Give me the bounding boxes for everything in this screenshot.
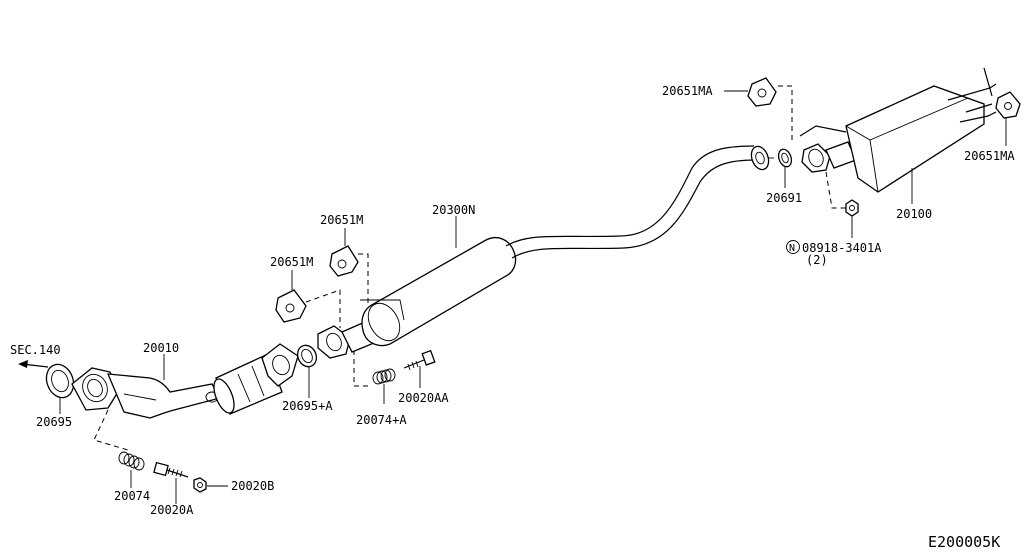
bolt-20020aa[interactable] [403, 349, 436, 388]
leader-hanger-rear-left [778, 85, 793, 140]
gasket-20695[interactable] [42, 361, 78, 414]
front-tube-20010[interactable] [71, 343, 299, 419]
mounting-rubber-20651ma-right[interactable] [995, 91, 1021, 146]
label-20695: 20695 [36, 415, 72, 429]
nut-20020b[interactable] [193, 477, 228, 493]
gasket-20695a[interactable] [294, 342, 320, 398]
main-muffler-20100[interactable] [799, 67, 997, 193]
leader-hanger-lower [305, 289, 341, 328]
label-20020a: 20020A [150, 503, 194, 517]
label-20074: 20074 [114, 489, 150, 503]
nut-symbol-circle: N [786, 240, 800, 254]
leader-front-bolt [93, 409, 129, 451]
leader-center-spring [353, 350, 372, 387]
label-20010: 20010 [143, 341, 179, 355]
center-pipe-outlet-flange [750, 145, 774, 171]
label-20691: 20691 [766, 191, 802, 205]
nut-08918-3401a[interactable] [825, 171, 859, 238]
gasket-20691[interactable] [776, 147, 793, 188]
label-20074a: 20074+A [356, 413, 407, 427]
nut-symbol-letter: N [789, 243, 795, 254]
center-muffler-20300n[interactable] [317, 145, 757, 359]
label-20651ma-left: 20651MA [662, 84, 713, 98]
mounting-rubber-20651ma-left[interactable] [724, 77, 777, 107]
label-sec140: SEC.140 [10, 343, 61, 357]
mounting-rubber-20651m-upper[interactable] [329, 228, 359, 277]
label-20300n: 20300N [432, 203, 475, 217]
bolt-20020a[interactable] [153, 461, 189, 504]
label-nut-quantity: (2) [806, 253, 828, 267]
sec140-arrow [18, 360, 49, 368]
label-20020b: 20020B [231, 479, 274, 493]
label-20020aa: 20020AA [398, 391, 449, 405]
label-20651m-lower: 20651M [270, 255, 313, 269]
label-20651m-upper: 20651M [320, 213, 363, 227]
spring-20074a[interactable] [372, 368, 396, 404]
label-20100: 20100 [896, 207, 932, 221]
label-20651ma-right: 20651MA [964, 149, 1015, 163]
label-20695a: 20695+A [282, 399, 333, 413]
diagram-id: E200005K [928, 533, 1000, 551]
spring-20074[interactable] [118, 451, 145, 488]
label-08918-3401a: 08918-3401A [802, 241, 882, 255]
mounting-rubber-20651m-lower[interactable] [275, 270, 307, 323]
